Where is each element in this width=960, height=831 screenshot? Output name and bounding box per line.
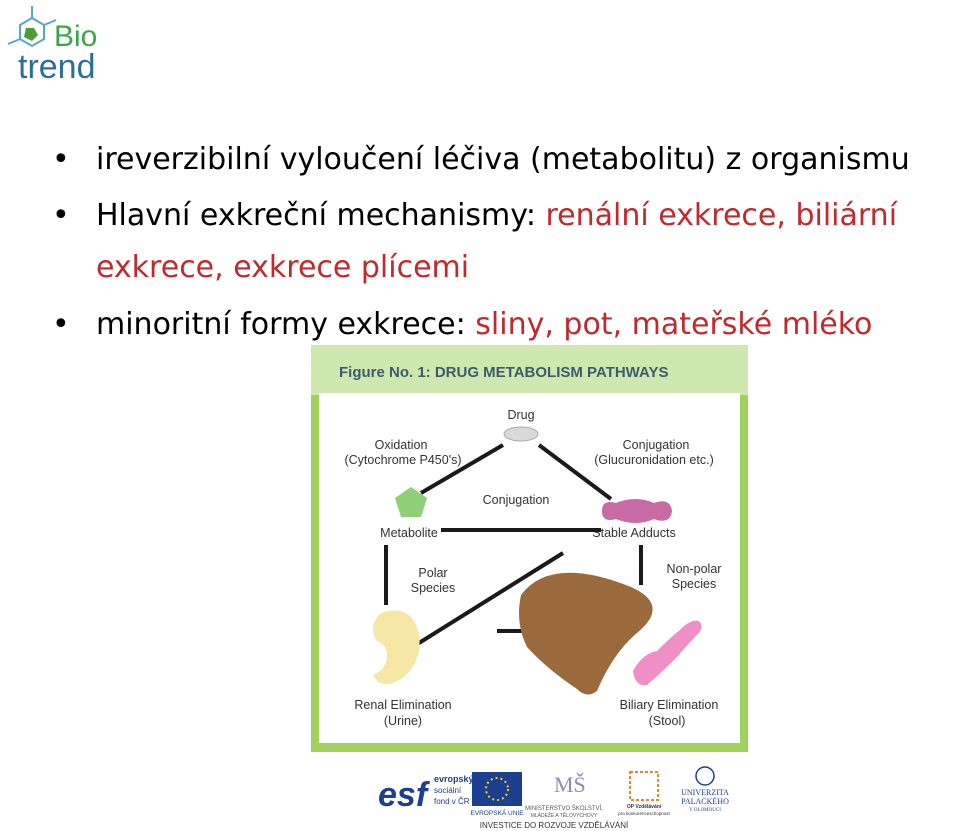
liver-icon [519,572,653,695]
footer-logos: esf evropský sociální fond v ČR EVROPSKÁ… [378,766,729,830]
kidney-icon [372,610,420,685]
footer-slogan: INVESTICE DO ROZVOJE VZDĚLÁVÁNÍ [480,821,629,830]
upol-text-3: V OLOMOUCI [689,808,721,813]
msmt-text-2: MLÁDEŽE A TĚLOVÝCHOVY [531,811,598,819]
esf-text-2: sociální [434,786,462,795]
bullet-dot: • [52,307,70,342]
label-oxidation: Oxidation [375,438,428,452]
bullet-3-text: minoritní formy exkrece: [96,307,476,342]
metabolite-pentagon-icon [395,487,427,517]
figure-title: Figure No. 1: DRUG METABOLISM PATHWAYS [339,364,668,381]
bullet-3-highlight: sliny, pot, mateřské mléko [475,307,873,342]
biotrend-logo: Bio trend [7,6,97,84]
figure-panel [319,393,740,743]
bullet-dot: • [52,142,70,177]
op-logo: OP Vzdělávání pro konkurenceschopnost [618,771,671,816]
label-nonpolar-species: Species [672,577,716,591]
stable-adduct-icon [602,499,672,523]
label-polar-species: Species [411,581,455,595]
bullet-dot: • [52,198,70,233]
upol-text-2: PALACKÉHO [681,796,729,806]
op-text-2: pro konkurenceschopnost [618,811,670,816]
label-biliary-stool: (Stool) [649,714,686,728]
label-metabolite: Metabolite [380,526,438,540]
logo-bio: Bio [54,20,97,53]
label-renal-urine: (Urine) [384,714,422,728]
esf-logo: esf evropský sociální fond v ČR [378,774,474,814]
upol-logo: UNIVERZITA PALACKÉHO V OLOMOUCI [681,766,729,813]
msmt-mark: MŠ [554,772,586,797]
bullet-2-highlight: renální exkrece, biliární [545,198,898,233]
figure-title-bar [311,345,748,395]
label-biliary: Biliary Elimination [620,698,719,712]
eu-text: EVROPSKÁ UNIE [470,808,524,817]
logo-trend: trend [18,48,96,84]
label-conjugation-mid: Conjugation [483,493,550,507]
esf-mark: esf [378,776,431,814]
msmt-logo: MŠ MINISTERSTVO ŠKOLSTVÍ, MLÁDEŽE A TĚLO… [525,772,603,819]
label-polar: Polar [418,566,447,580]
upol-text-1: UNIVERZITA [681,788,729,797]
label-nonpolar: Non-polar [667,562,722,576]
label-oxidation-detail: (Cytochrome P450's) [344,453,461,467]
label-conjugation-top: Conjugation [623,438,690,452]
esf-text-3: fond v ČR [434,797,470,806]
op-text: OP Vzdělávání [627,804,662,810]
bullet-2-text: Hlavní exkreční mechanismy: [96,198,546,233]
label-drug: Drug [507,408,534,422]
esf-text-1: evropský [434,774,474,784]
drug-metabolism-figure: Figure No. 1: DRUG METABOLISM PATHWAYS D… [311,345,748,752]
label-conjugation-top-detail: (Glucuronidation etc.) [594,453,714,467]
label-stable-adducts: Stable Adducts [592,526,675,540]
bullet-1-text: ireverzibilní vyloučení léčiva (metaboli… [96,142,910,177]
molecule-icon [7,6,57,48]
eu-logo: EVROPSKÁ UNIE [470,772,524,817]
label-renal: Renal Elimination [354,698,451,712]
drug-pill-icon [503,426,539,442]
intestine-icon [633,620,702,686]
bullet-2-highlight-continued: exkrece, exkrece plícemi [96,250,470,285]
msmt-text: MINISTERSTVO ŠKOLSTVÍ, [525,805,603,812]
